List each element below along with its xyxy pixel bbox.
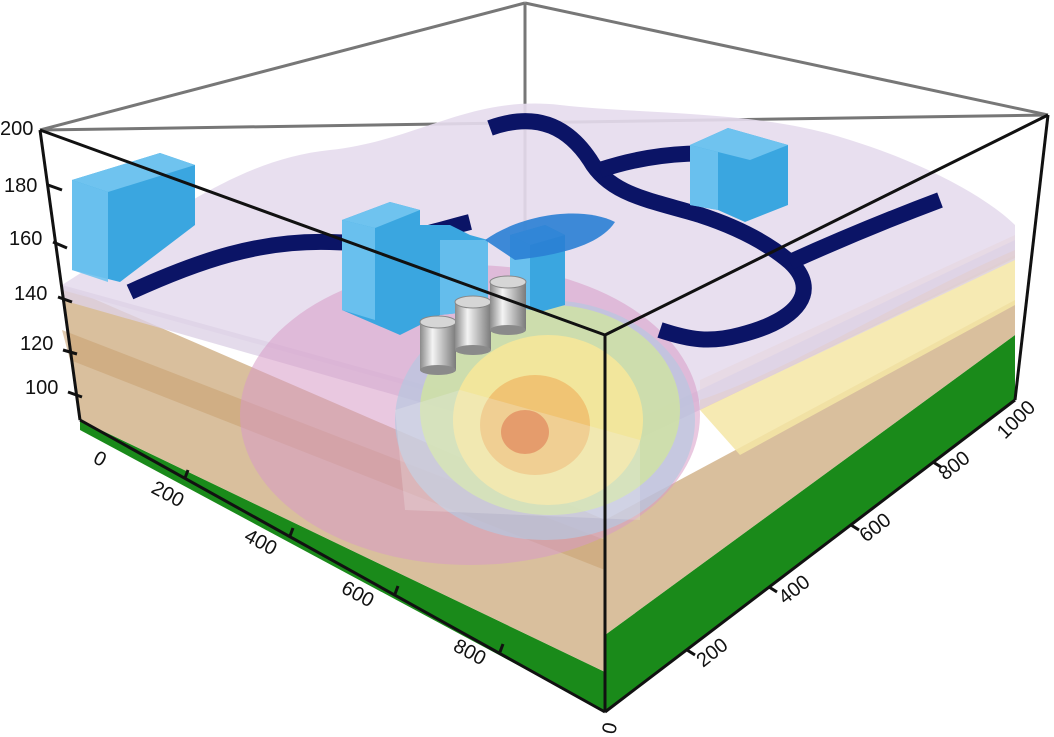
building-west <box>72 153 195 282</box>
y-axis <box>686 460 942 657</box>
tank-3 <box>489 275 527 335</box>
y-tick-0: 0 <box>598 721 622 736</box>
z-axis <box>47 183 83 399</box>
x-axis <box>183 469 505 653</box>
ground-layer-right-face <box>605 335 1015 712</box>
z-tick-120: 120 <box>20 333 53 355</box>
z-tick-140: 140 <box>14 283 47 305</box>
tank-2 <box>454 295 492 355</box>
sediment-layer-right-face <box>605 300 1015 635</box>
storage-tanks <box>419 275 527 375</box>
plume-core <box>501 410 549 454</box>
river-northeast <box>786 192 943 270</box>
z-tick-100: 100 <box>25 377 58 399</box>
z-tick-180: 180 <box>4 175 37 197</box>
z-tick-160: 160 <box>9 228 42 250</box>
x-tick-0: 0 <box>90 447 110 472</box>
building-center <box>342 202 488 335</box>
z-tick-200: 200 <box>0 118 33 140</box>
sand-band-right-face <box>700 255 1015 455</box>
building-northeast <box>690 128 788 222</box>
cutaway-block <box>395 390 640 520</box>
river-north <box>487 113 812 348</box>
tank-1 <box>419 315 457 375</box>
front-frame <box>38 113 1050 714</box>
surface-terrain-front-edge <box>62 240 1015 455</box>
pond-lens <box>485 213 615 260</box>
